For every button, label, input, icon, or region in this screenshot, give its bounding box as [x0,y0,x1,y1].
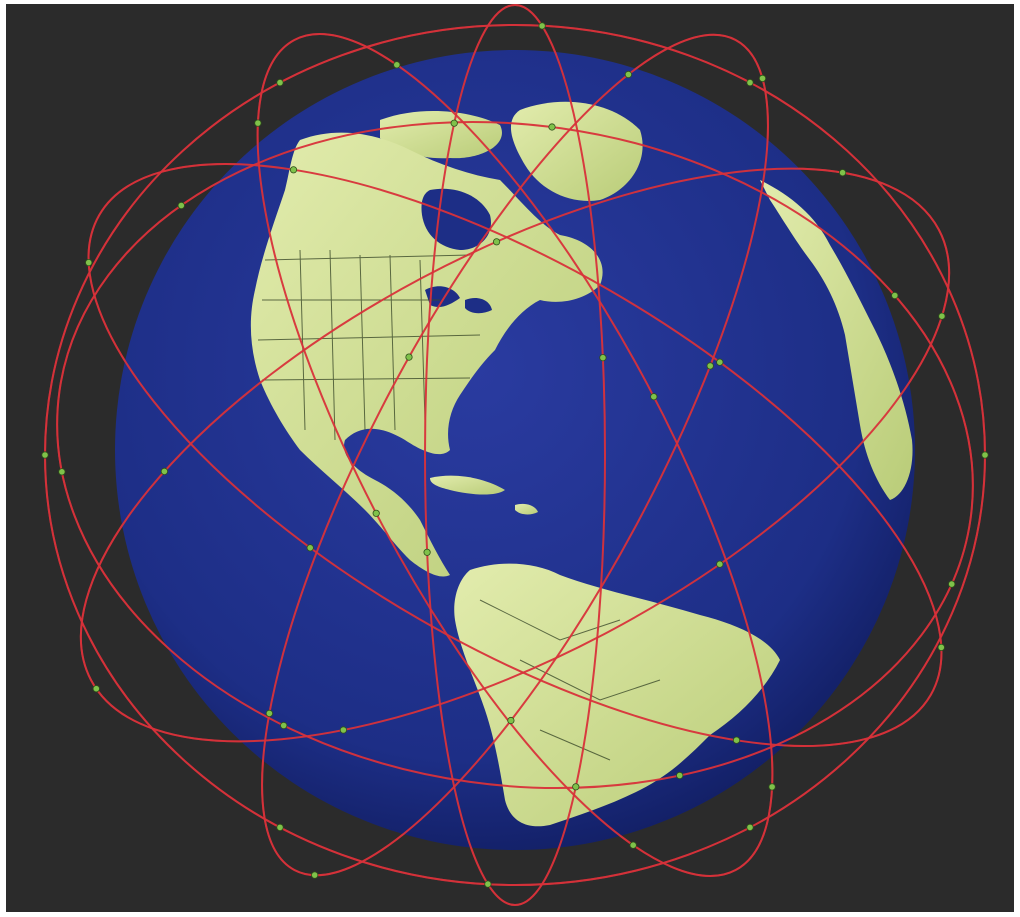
satellite-marker [406,354,412,360]
satellite-marker [93,686,99,692]
satellite-marker [747,79,753,85]
satellite-marker [307,545,313,551]
satellite-marker [733,737,739,743]
satellite-marker [508,717,514,723]
satellite-marker [281,722,287,728]
satellite-marker [340,727,346,733]
satellite-marker [312,872,318,878]
satellite-marker [539,23,545,29]
satellite-marker [938,644,944,650]
satellite-marker [759,75,765,81]
satellite-marker [86,259,92,265]
satellite-marker [42,452,48,458]
satellite-marker [747,824,753,830]
satellite-marker [939,313,945,319]
satellite-marker [394,62,400,68]
satellite-marker [717,561,723,567]
satellite-marker [161,468,167,474]
satellite-marker [717,359,723,365]
satellite-marker [651,394,657,400]
satellite-marker [707,363,713,369]
satellite-marker [839,170,845,176]
satellite-marker [625,71,631,77]
satellite-marker [266,710,272,716]
satellite-marker [373,510,379,516]
satellite-marker [255,120,261,126]
satellite-marker [600,355,606,361]
satellite-marker [677,772,683,778]
satellite-marker [769,784,775,790]
satellite-marker [982,452,988,458]
satellite-marker [277,79,283,85]
satellite-marker [290,167,296,173]
satellite-marker [892,292,898,298]
satellite-marker [424,549,430,555]
satellite-marker [277,824,283,830]
satellite-marker [630,842,636,848]
satellite-marker [178,202,184,208]
satellite-marker [485,881,491,887]
satellite-marker [451,120,457,126]
satellite-marker [949,581,955,587]
satellite-marker [59,469,65,475]
satellite-marker [549,124,555,130]
satellite-marker [493,239,499,245]
satellite-marker [573,784,579,790]
